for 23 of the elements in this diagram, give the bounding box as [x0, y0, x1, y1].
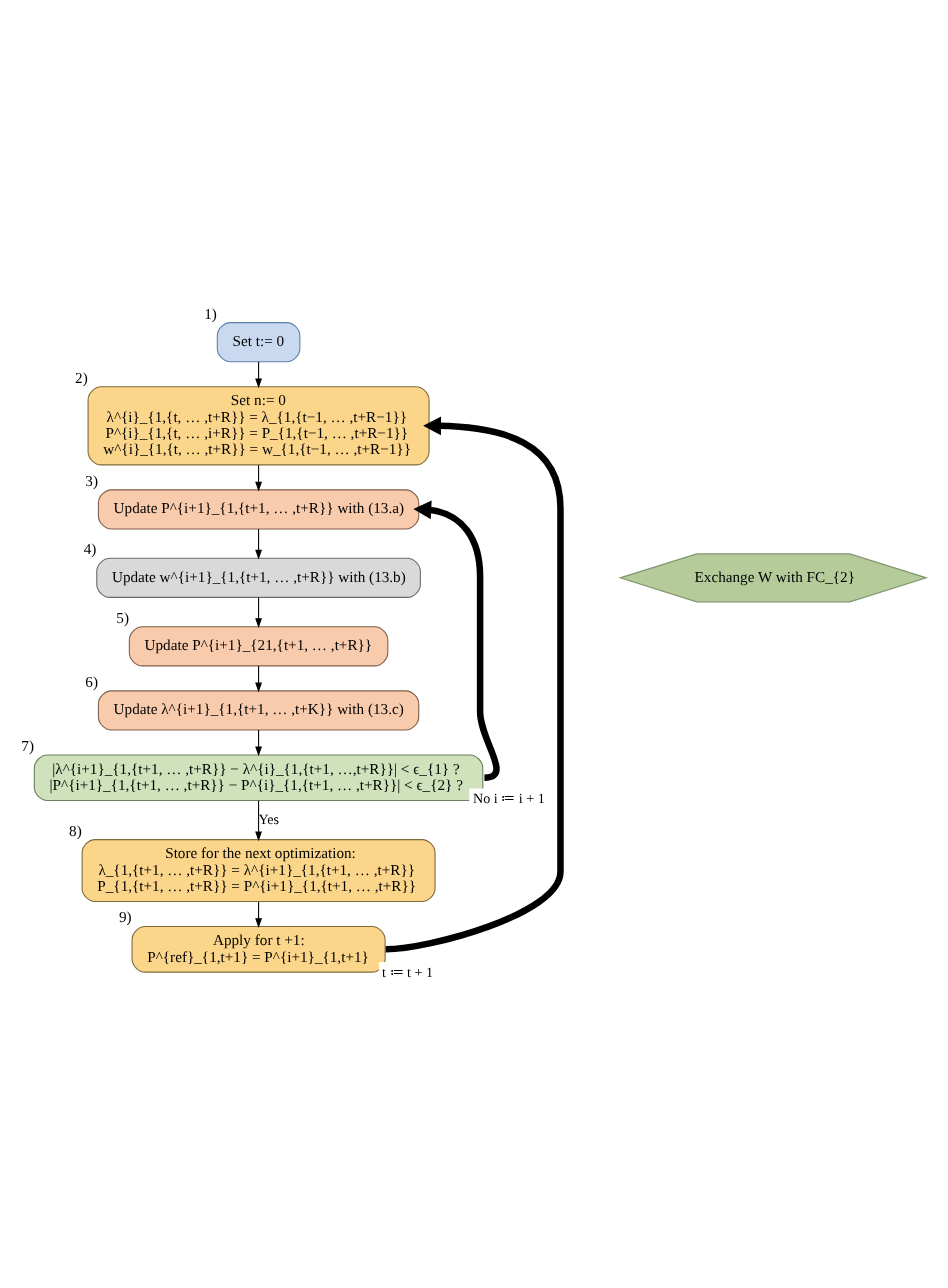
- arrow: [385, 415, 564, 952]
- node-box: Update w^{i+1}_{1,{t+1, … ,t+R}} with (13.b): [96, 556, 421, 597]
- node-label: 4): [83, 539, 97, 558]
- node-box: Set n:= 0 λ^{i}_{1,{t, … ,t+R}} = λ_{1,{t−1, … ,t+R−1}} P^{i}_{1,{t, … ,i+R}} = P_{1,{t−1, … ,t+R−1}} w^{i}_{1,{t, … ,t+R}} = w_{1,{t−1, … ,t+R−1}}: [87, 385, 430, 465]
- node-label: 8): [69, 820, 82, 839]
- node-box: Update P^{i+1}_{1,{t+1, … ,t+R}} with (13.a): [97, 488, 420, 529]
- node-label: 1): [204, 303, 217, 322]
- node-box: Set t:= 0: [216, 321, 301, 362]
- node-label: 3): [85, 470, 99, 489]
- node-box: Update P^{i+1}_{21,{t+1, … ,t+R}}: [128, 625, 389, 666]
- node-box: Apply for t +1: P^{ref}_{1,t+1} = P^{i+1}_{1,t+1}: [131, 924, 386, 972]
- arrow: [413, 499, 500, 780]
- node-label: 7): [21, 735, 34, 754]
- node-label: 9): [119, 907, 132, 926]
- arrow: [255, 527, 262, 559]
- arrow: [255, 463, 262, 491]
- node-label: 6): [85, 671, 99, 690]
- arrow: [255, 595, 262, 628]
- node-label: 5): [116, 607, 129, 626]
- arrow: [255, 799, 262, 841]
- node-label: 2): [75, 367, 88, 386]
- node-box: Store for the next optimization: λ_{1,{t+1, … ,t+R}} = λ^{i+1}_{1,{t+1, … ,t+R}} P_{1,{t+1, … ,t+R}} = P^{i+1}_{1,{t+1, … ,t+R}}: [81, 838, 436, 902]
- node-box: Update λ^{i+1}_{1,{t+1, … ,t+K}} with (13.c): [97, 689, 420, 730]
